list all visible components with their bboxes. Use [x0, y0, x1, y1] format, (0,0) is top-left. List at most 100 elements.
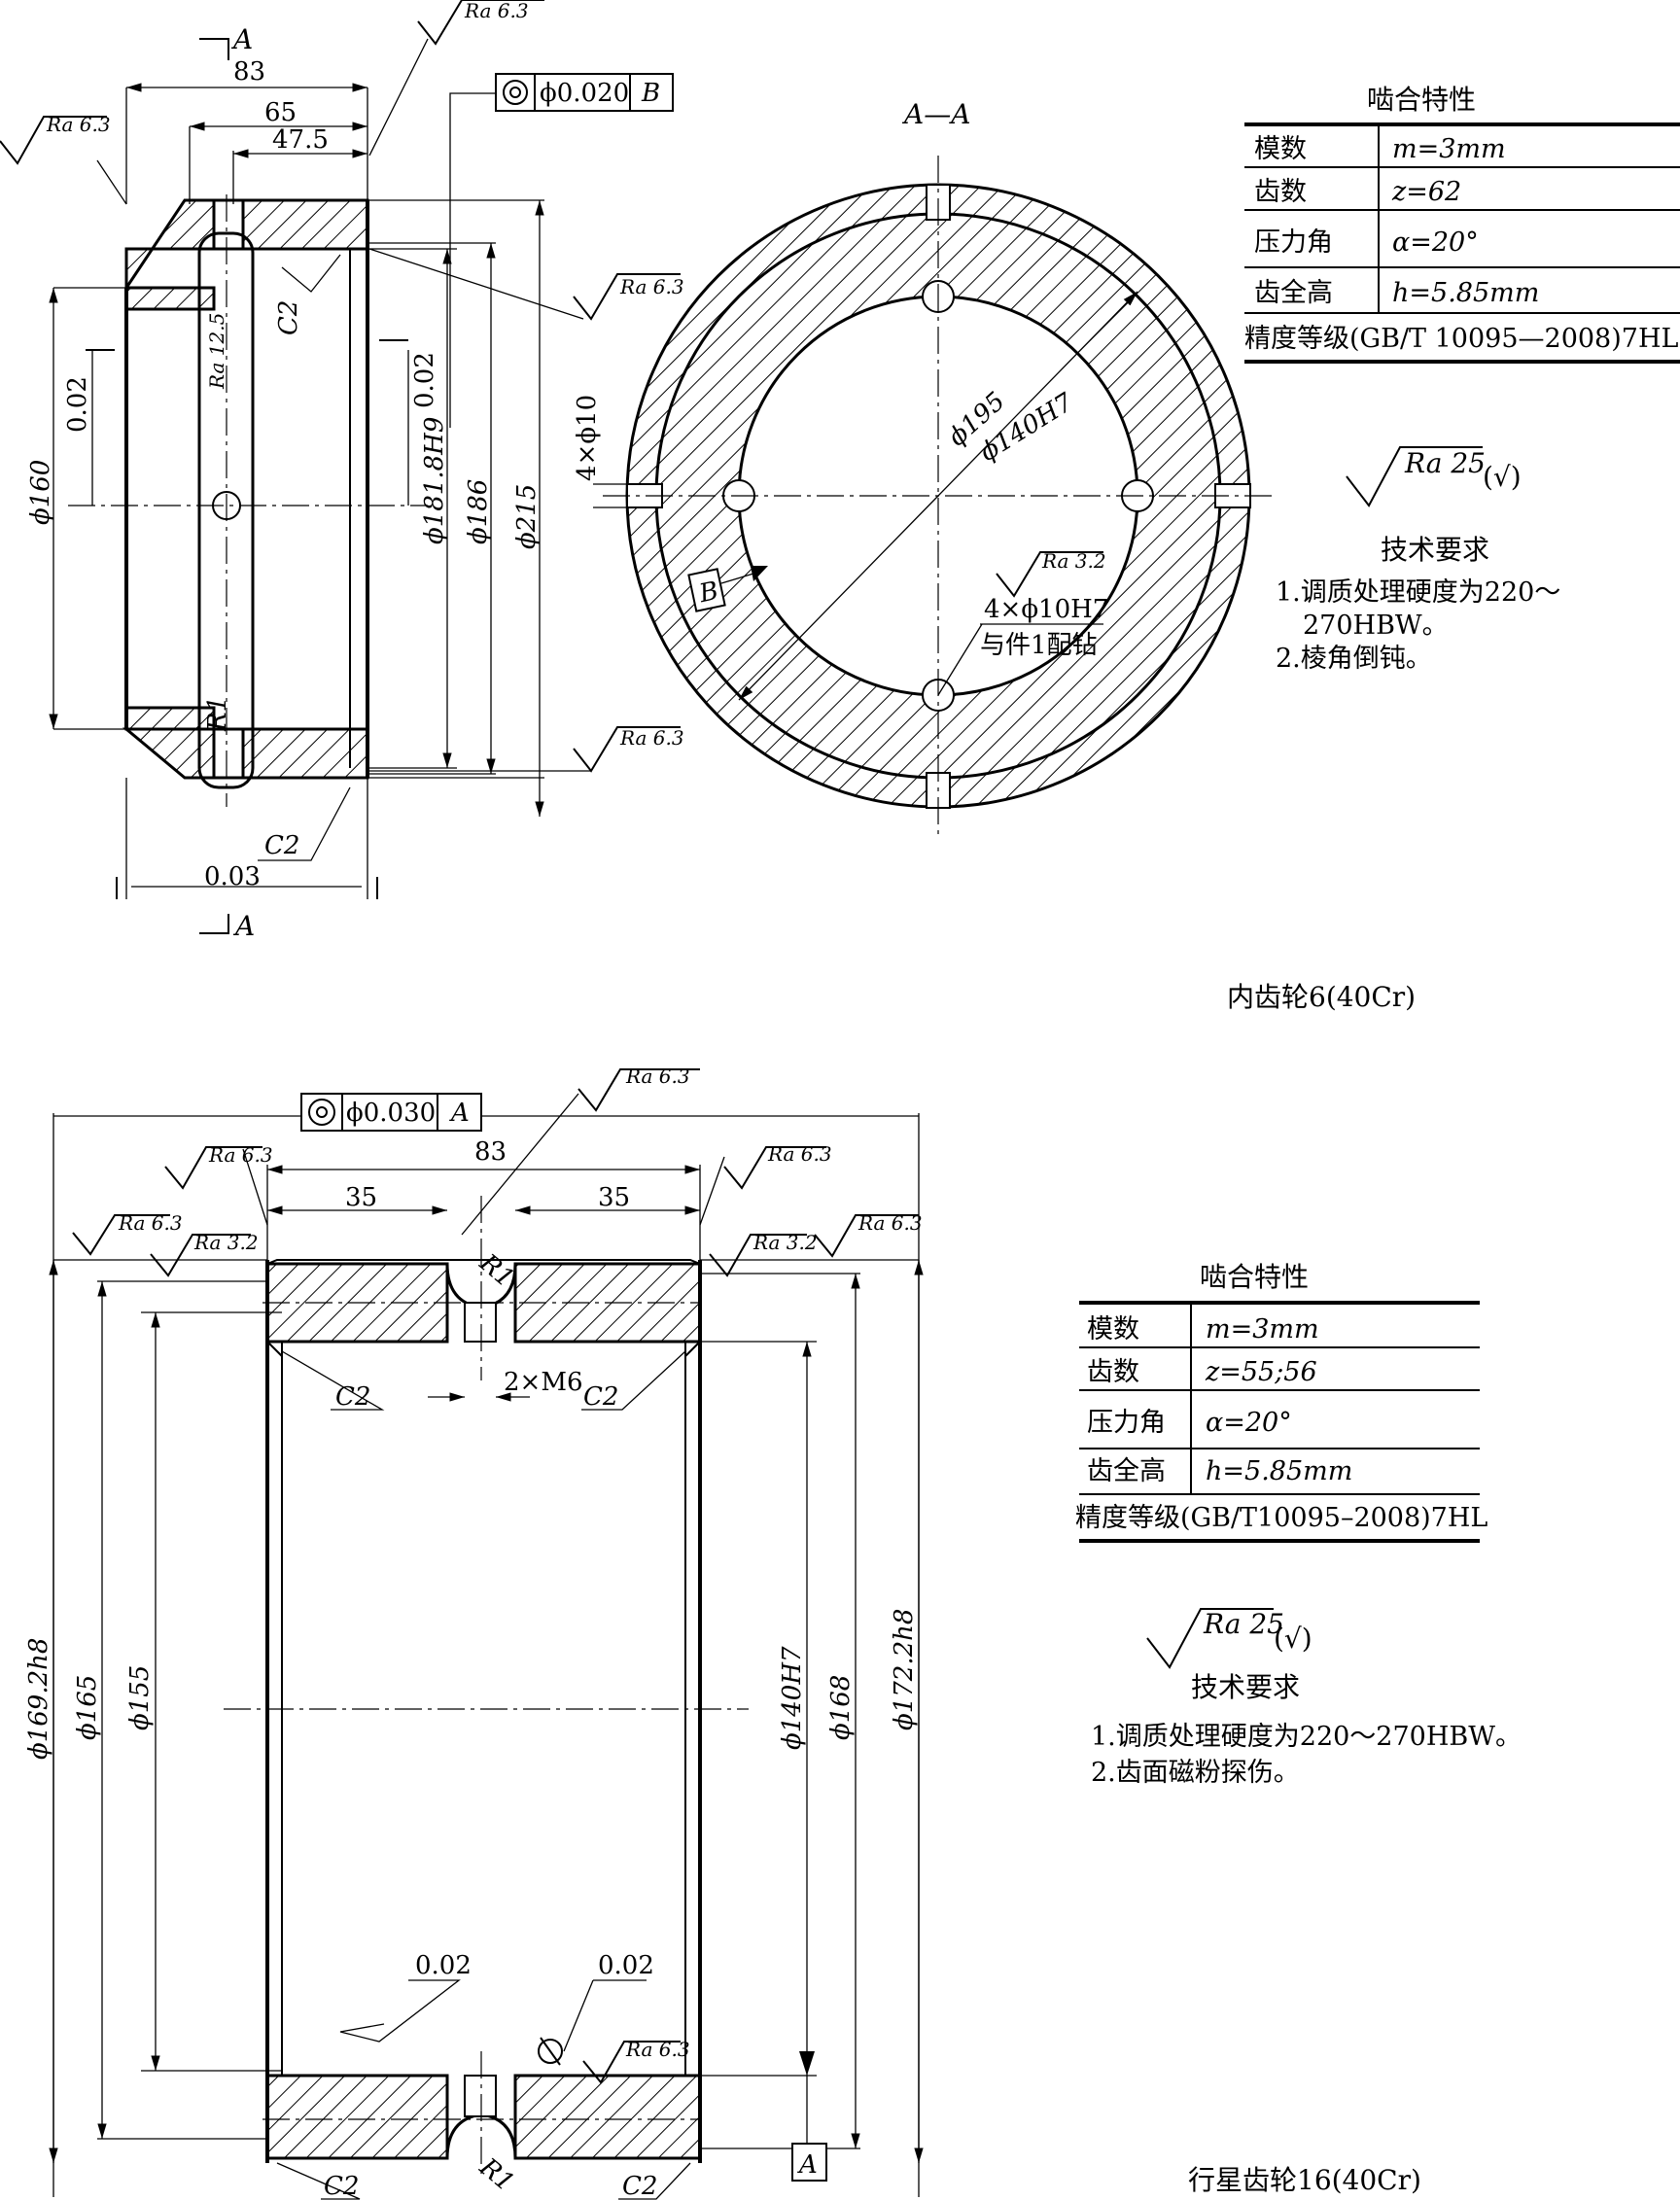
mesh-row-key: 模数 — [1254, 134, 1307, 164]
ra-b-3: Ra 6.3 — [625, 1065, 690, 1088]
mesh-row-value: α=20° — [1206, 1408, 1292, 1438]
chamfer-c2-bottom: C2 — [264, 831, 299, 860]
planet-diameters: ϕ169.2h8 ϕ165 ϕ155 ϕ140H7 ϕ168 ϕ172.2h8 … — [24, 1260, 924, 2182]
fcf-datum: B — [641, 79, 660, 108]
tol-0-02-left: 0.02 — [63, 376, 92, 433]
tech-heading-b: 技术要求 — [1191, 1671, 1300, 1703]
tech-heading: 技术要求 — [1381, 534, 1489, 566]
drill-note: 与件1配钻 — [980, 631, 1098, 660]
mesh-row-value: α=20° — [1392, 227, 1479, 258]
mesh-row-key: 齿全高 — [1087, 1456, 1166, 1486]
dim-phi169-2h8: ϕ169.2h8 — [24, 1638, 53, 1760]
tech-note-2: 270HBW。 — [1303, 611, 1449, 641]
planet-top-dims: ϕ0.030 A 83 35 35 R1 2×M6 C2 C2 — [52, 1093, 920, 2197]
ra-b-5: Ra 3.2 — [193, 1231, 259, 1254]
mesh-row-key: 模数 — [1087, 1314, 1139, 1344]
mesh-table-heading-b: 啮合特性 — [1200, 1261, 1309, 1293]
top-dimensions: 83 65 47.5 A A — [125, 23, 368, 942]
general-ra-25: Ra 25 — [1404, 447, 1486, 479]
roughness-symbols-bottom: Ra 6.3 Ra 6.3 Ra 3.2 Ra 6.3 Ra 6.3 Ra 3.… — [53, 1065, 923, 2084]
diameter-dimensions: ϕ160 0.02 ϕ181.8H9 ϕ186 ϕ215 0.02 — [26, 199, 544, 899]
fcf-value: ϕ0.020 — [540, 79, 629, 108]
dim-phi181-8h9: ϕ181.8H9 — [420, 417, 449, 544]
ra-3-2-front: Ra 3.2 — [1041, 549, 1106, 573]
tech-requirements-top: Ra 25 (√) 技术要求 1.调质处理硬度为220～ 270HBW。 2.棱… — [1276, 446, 1560, 674]
ra-b-7: Ra 6.3 — [625, 2038, 690, 2061]
general-ra-25-b: Ra 25 — [1203, 1608, 1284, 1640]
dim-phi160: ϕ160 — [26, 460, 55, 525]
tech-note-3: 2.棱角倒钝。 — [1276, 644, 1432, 674]
gear-front-view: A—A ϕ195 ϕ140H7 4×ϕ10 B — [573, 98, 1274, 836]
ra-b-1: Ra 6.3 — [208, 1143, 273, 1167]
ra-12-5: Ra 12.5 — [205, 313, 228, 390]
ra-symbol-1: Ra 6.3 — [46, 113, 111, 136]
mesh-row-key: 压力角 — [1254, 227, 1333, 258]
dim-83-b: 83 — [474, 1137, 507, 1167]
dim-phi165: ϕ165 — [73, 1675, 102, 1740]
chamfer-c2-top: C2 — [274, 300, 303, 335]
fcf-position-b: ϕ0.020 B — [449, 73, 674, 428]
ra-b-2: Ra 6.3 — [118, 1211, 183, 1235]
mesh-table-precision: 精度等级(GB/T 10095—2008)7HL — [1244, 324, 1678, 354]
mesh-table-precision-b: 精度等级(GB/T10095–2008)7HL — [1075, 1503, 1488, 1533]
dim-phi155: ϕ155 — [125, 1665, 155, 1730]
chamfer-c2-4: C2 — [622, 2172, 657, 2200]
fcf-datum-a: A — [449, 1099, 470, 1128]
mesh-row-key: 齿数 — [1087, 1357, 1139, 1387]
chamfer-c2-2: C2 — [583, 1382, 618, 1412]
mesh-row-key: 压力角 — [1087, 1408, 1166, 1438]
fcf-phi0-030: ϕ0.030 — [346, 1099, 436, 1128]
dim-phi215: ϕ215 — [512, 484, 542, 549]
ra-b-6: Ra 6.3 — [858, 1211, 923, 1235]
dim-65: 65 — [264, 98, 297, 127]
holes-4xphi10h7: 4×ϕ10H7 — [984, 595, 1108, 624]
tech-requirements-bottom: Ra 25 (√) 技术要求 1.调质处理硬度为220～270HBW。 2.齿面… — [1091, 1608, 1522, 1788]
radius-r1: R1 — [203, 696, 232, 732]
drawing-title-bottom: 行星齿轮16(40Cr) — [1188, 2164, 1421, 2196]
gear-side-section — [68, 194, 428, 807]
mesh-row-value: m=3mm — [1392, 134, 1506, 164]
radius-r1-bottom: R1 — [473, 2152, 520, 2198]
mesh-row-value: m=3mm — [1206, 1314, 1319, 1344]
tol-0-02-b: 0.02 — [598, 1951, 654, 1980]
mesh-row-value: h=5.85mm — [1392, 278, 1539, 308]
section-label-a-a: A—A — [901, 98, 970, 130]
dim-phi168: ϕ168 — [826, 1675, 856, 1740]
general-ra-suffix: (√) — [1483, 461, 1522, 493]
ra-symbol-2: Ra 6.3 — [464, 0, 529, 22]
thread-2xm6: 2×M6 — [504, 1368, 583, 1397]
cut-label-bottom: A — [232, 910, 255, 942]
dim-35-right: 35 — [598, 1183, 630, 1212]
dim-47-5: 47.5 — [272, 125, 329, 155]
dim-83: 83 — [233, 57, 265, 87]
ra-b-4: Ra 6.3 — [767, 1142, 832, 1166]
planet-gear-section — [224, 1196, 749, 2178]
tol-0-02-right: 0.02 — [410, 352, 439, 408]
mesh-row-key: 齿数 — [1254, 177, 1307, 207]
mesh-row-value: z=62 — [1391, 177, 1461, 207]
internal-gear-drawing: 83 65 47.5 A A ϕ160 0.02 ϕ181.8H9 ϕ186 — [0, 0, 1680, 1013]
dim-4xphi10: 4×ϕ10 — [573, 395, 602, 481]
tol-0-02-a: 0.02 — [415, 1951, 472, 1980]
mesh-row-key: 齿全高 — [1254, 278, 1333, 308]
dim-phi186: ϕ186 — [464, 479, 493, 544]
dim-35-left: 35 — [345, 1183, 377, 1212]
drawing-title-top: 内齿轮6(40Cr) — [1227, 981, 1416, 1013]
tol-0-03: 0.03 — [204, 862, 261, 891]
planet-gear-drawing: ϕ0.030 A 83 35 35 R1 2×M6 C2 C2 Ra 6.3 — [24, 1065, 1522, 2200]
cut-label-top: A — [230, 23, 253, 55]
mesh-table-heading: 啮合特性 — [1367, 84, 1476, 116]
datum-a-box: A — [797, 2150, 818, 2180]
mesh-row-value: z=55;56 — [1205, 1357, 1317, 1387]
ra-symbol-3: Ra 6.3 — [619, 275, 684, 298]
dim-phi172-2h8: ϕ172.2h8 — [890, 1609, 919, 1730]
tech-note-1: 1.调质处理硬度为220～ — [1276, 577, 1560, 608]
roughness-symbols-top: Ra 6.3 Ra 6.3 Ra 6.3 Ra 6.3 — [0, 0, 684, 773]
ra-symbol-4: Ra 6.3 — [619, 726, 684, 750]
mesh-table-top: 啮合特性 模数 m=3mm 齿数 z=62 压力角 α=20° 齿全高 h=5.85mm 精度… — [1244, 84, 1680, 364]
ra-b-8: Ra 3.2 — [752, 1231, 818, 1254]
tech-note-b-2: 2.齿面磁粉探伤。 — [1091, 1758, 1300, 1788]
chamfer-c2-1: C2 — [335, 1382, 370, 1412]
